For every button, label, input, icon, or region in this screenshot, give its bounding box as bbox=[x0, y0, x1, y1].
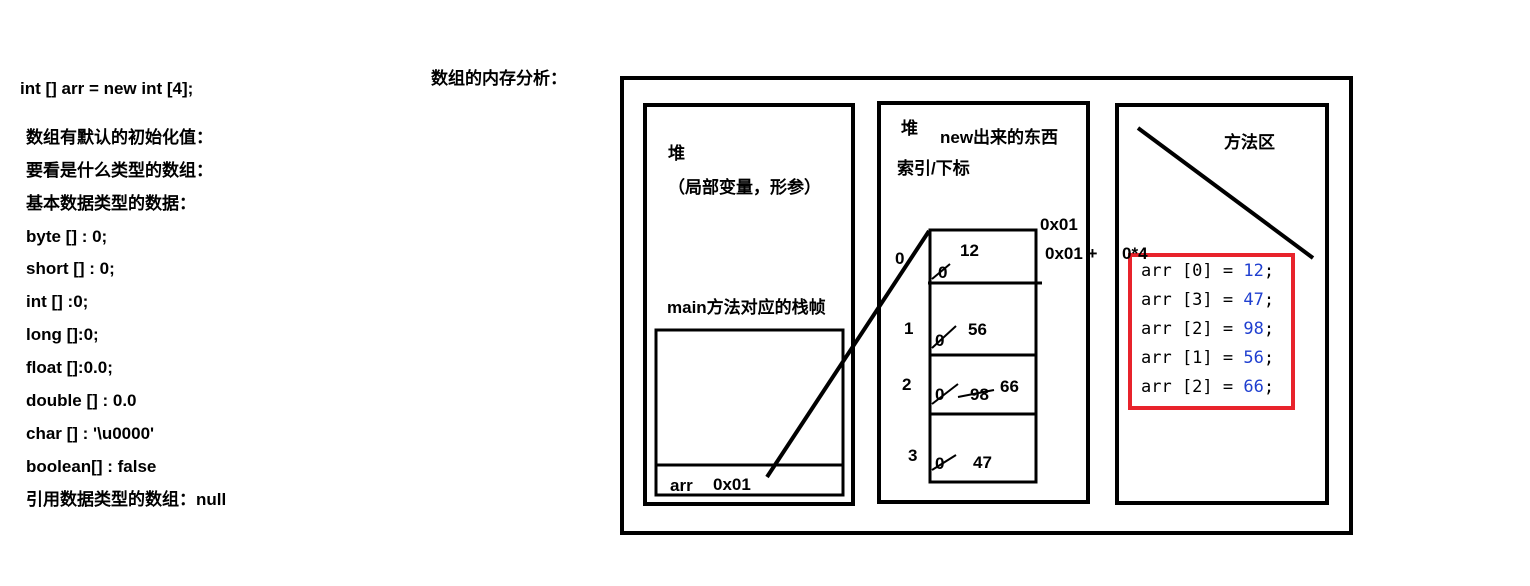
code-declaration: int [] arr = new int [4]; bbox=[20, 79, 194, 98]
default-line: 基本数据类型的数据： bbox=[26, 194, 196, 213]
strike-mark bbox=[931, 325, 957, 349]
default-line: double [] : 0.0 bbox=[26, 391, 137, 410]
heap-label: 堆 bbox=[901, 119, 918, 138]
index-1: 1 bbox=[904, 319, 914, 338]
stack-label: 堆 bbox=[668, 144, 685, 163]
array-address: 0x01 bbox=[1040, 215, 1078, 234]
stack-box bbox=[643, 103, 855, 506]
cell-old-value: 98 bbox=[970, 385, 989, 404]
cell-crossed-zero: 0 bbox=[935, 385, 945, 404]
cell-crossed-zero: 0 bbox=[935, 331, 945, 350]
stack-note: （局部变量，形参） bbox=[668, 178, 821, 197]
main-frame-label: main方法对应的栈帧 bbox=[667, 298, 826, 317]
cell-crossed-zero: 0 bbox=[938, 263, 948, 282]
main-frame-box bbox=[654, 328, 845, 497]
strike-mark bbox=[957, 389, 995, 398]
reference-line bbox=[765, 229, 931, 479]
var-name: arr bbox=[670, 476, 693, 495]
cell-value: 56 bbox=[968, 320, 987, 339]
address-formula-b: 0*4 bbox=[1122, 244, 1148, 263]
default-line: byte [] : 0; bbox=[26, 227, 108, 246]
highlight-box bbox=[1128, 253, 1295, 410]
default-line: 数组有默认的初始化值： bbox=[26, 128, 213, 147]
assignment-line: arr [2] = 66; bbox=[1141, 377, 1275, 397]
assignment-line: arr [0] = 12; bbox=[1141, 261, 1275, 281]
strike-mark bbox=[931, 383, 959, 405]
heap-box bbox=[877, 101, 1090, 504]
default-line: boolean[] : false bbox=[26, 457, 157, 476]
index-3: 3 bbox=[908, 446, 918, 465]
diagram-title: 数组的内存分析： bbox=[431, 69, 567, 88]
assignment-line: arr [1] = 56; bbox=[1141, 348, 1275, 368]
cell-value: 12 bbox=[960, 241, 979, 260]
strike-mark bbox=[931, 263, 951, 280]
method-area-box bbox=[1115, 103, 1329, 505]
default-line: char [] : '\u0000' bbox=[26, 424, 155, 443]
default-line: 引用数据类型的数组：null bbox=[26, 490, 227, 509]
method-area-label: 方法区 bbox=[1224, 133, 1275, 152]
outer-frame bbox=[620, 76, 1353, 535]
index-label: 索引/下标 bbox=[897, 159, 970, 178]
assignment-line: arr [3] = 47; bbox=[1141, 290, 1275, 310]
strike-mark bbox=[931, 454, 957, 471]
default-line: short [] : 0; bbox=[26, 259, 115, 278]
default-line: long []:0; bbox=[26, 325, 99, 344]
var-value: 0x01 bbox=[713, 475, 751, 494]
address-formula-a: 0x01 + bbox=[1045, 244, 1098, 263]
cell-value: 47 bbox=[973, 453, 992, 472]
assignment-line: arr [2] = 98; bbox=[1141, 319, 1275, 339]
cell-crossed-zero: 0 bbox=[935, 454, 945, 473]
heap-desc: new出来的东西 bbox=[940, 128, 1059, 147]
default-line: 要看是什么类型的数组： bbox=[26, 161, 213, 180]
index-0: 0 bbox=[895, 249, 905, 268]
cell-value: 66 bbox=[1000, 377, 1019, 396]
default-line: float []:0.0; bbox=[26, 358, 113, 377]
default-line: int [] :0; bbox=[26, 292, 89, 311]
method-area-slash bbox=[1136, 126, 1315, 260]
index-2: 2 bbox=[902, 375, 912, 394]
